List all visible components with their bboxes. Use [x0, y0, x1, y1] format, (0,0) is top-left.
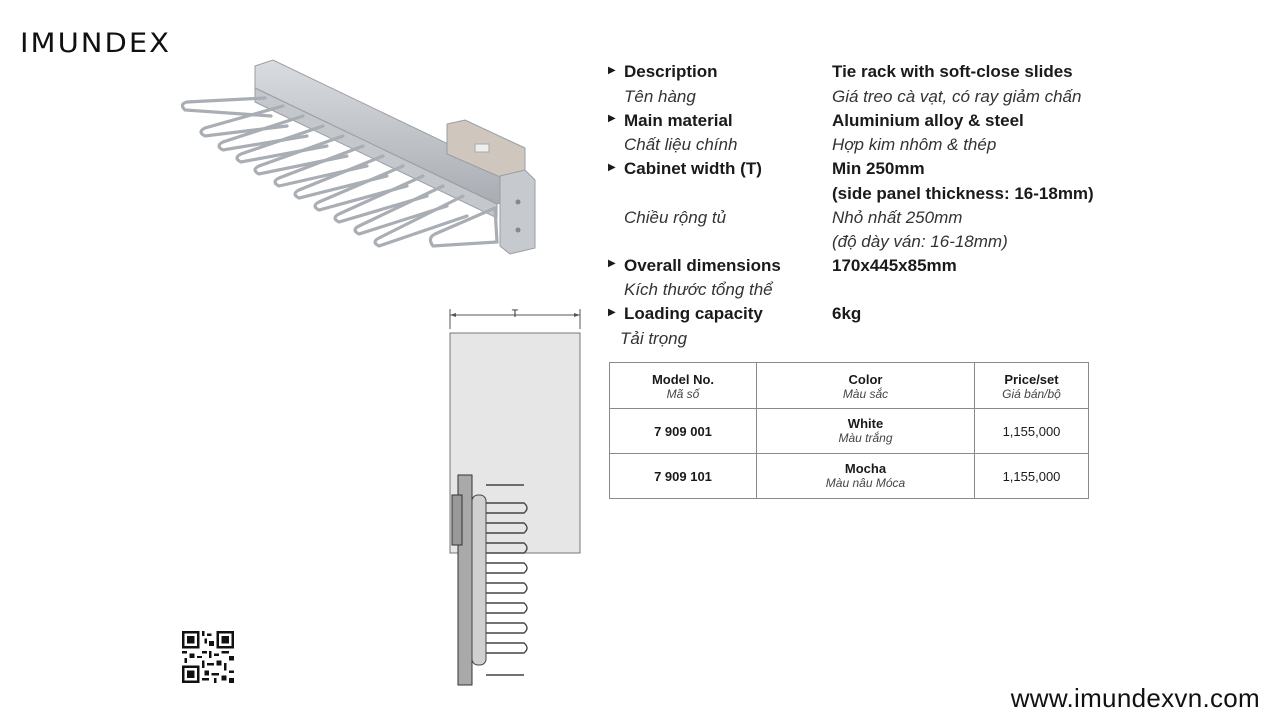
spec-label-vi: Tên hàng — [624, 86, 696, 106]
spec-value: Aluminium alloy & steel — [832, 110, 1024, 130]
spec-dimensions: ▶ Overall dimensions 170x445x85mm — [608, 254, 1128, 279]
spec-value: Tie rack with soft-close slides — [832, 62, 1073, 81]
model-number: 7 909 001 — [609, 408, 757, 454]
spec-value: 6kg — [832, 304, 862, 324]
triangle-right-icon: ▶ — [608, 161, 616, 173]
qr-code-icon[interactable] — [182, 631, 234, 683]
spec-value-vi: Giá treo cà vạt, có ray giảm chấn — [832, 86, 1082, 106]
spec-label-vi: Kích thước tổng thể — [624, 280, 773, 300]
spec-value-extra: (side panel thickness: 16-18mm) — [832, 183, 1094, 203]
spec-value: 170x445x85mm — [832, 255, 957, 275]
spec-loading: ▶ Loading capacity 6kg — [608, 302, 1128, 327]
product-image — [180, 59, 536, 255]
spec-cabinet-width: ▶ Cabinet width (T) Min 250mm — [608, 157, 1128, 182]
triangle-right-icon: ▶ — [608, 306, 616, 318]
spec-label: Overall dimensions — [624, 255, 781, 275]
dimension-label: T — [512, 308, 519, 320]
spec-label: Cabinet width (T) — [624, 159, 762, 179]
spec-label: Description — [624, 62, 718, 81]
triangle-right-icon: ▶ — [608, 258, 616, 270]
triangle-right-icon: ▶ — [608, 64, 616, 76]
spec-label: Loading capacity — [624, 304, 763, 324]
spec-value-vi-extra: (độ dày ván: 16-18mm) — [832, 231, 1008, 251]
spec-label: Main material — [624, 110, 733, 130]
spec-value: Min 250mm — [832, 159, 925, 179]
spec-label-vi: Chất liệu chính — [624, 135, 738, 155]
triangle-right-icon: ▶ — [608, 113, 616, 125]
spec-material: ▶ Main material Aluminium alloy & steel — [608, 109, 1128, 134]
spec-value-vi: Nhỏ nhất 250mm — [832, 207, 963, 227]
spec-list: ▶ Description Tie rack with soft-close sl… — [608, 60, 1128, 351]
model-number: 7 909 101 — [609, 453, 757, 499]
spec-value-vi: Hợp kim nhôm & thép — [832, 135, 997, 155]
price-cell: 1,155,000 — [974, 453, 1089, 499]
spec-description: ▶ Description Tie rack with soft-close sl… — [608, 60, 1128, 85]
column-header: Model No.Mã số — [609, 362, 757, 409]
spec-label-vi: Tải trọng — [620, 328, 688, 348]
brand-logo: IMUNDEX — [20, 27, 172, 59]
price-cell: 1,155,000 — [974, 408, 1089, 454]
technical-drawing: T — [449, 308, 581, 686]
spec-label-vi: Chiều rộng tủ — [624, 207, 727, 227]
website-link[interactable]: www.imundexvn.com — [1010, 683, 1260, 713]
